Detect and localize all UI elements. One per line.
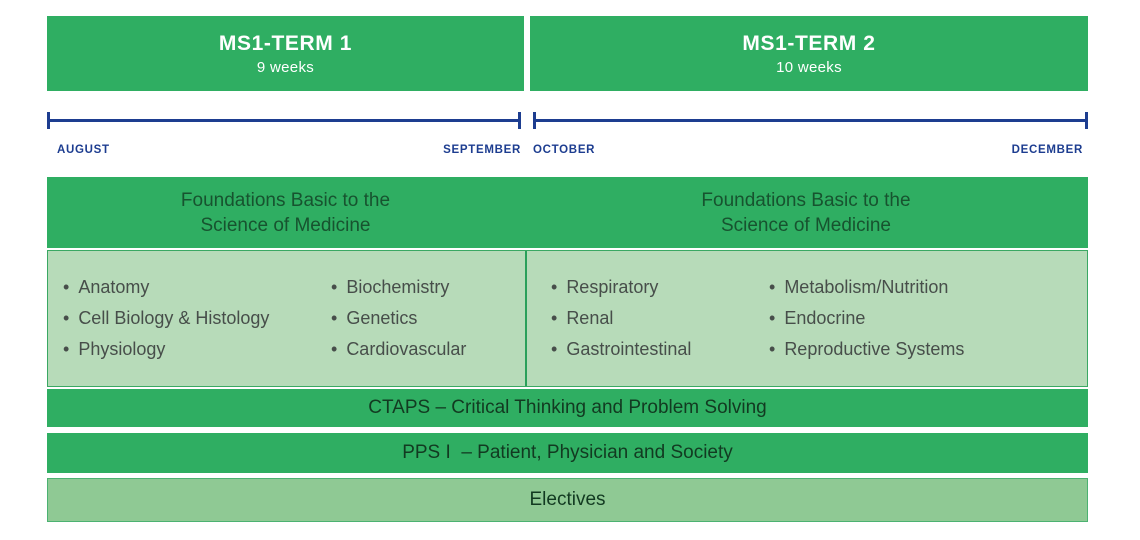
term2-month-labels: OCTOBER DECEMBER (533, 144, 1083, 156)
term2-timeline-bracket (533, 112, 1088, 129)
term1-month-labels: AUGUST SEPTEMBER (57, 144, 521, 156)
term2-topics: Respiratory Renal Gastrointestinal Metab… (527, 251, 1087, 386)
topic-item: Renal (551, 303, 769, 334)
month-label-october: OCTOBER (533, 144, 596, 156)
topic-item: Respiratory (551, 272, 769, 303)
foundations-line2: Science of Medicine (720, 214, 892, 236)
month-label-september: SEPTEMBER (443, 144, 521, 156)
topic-item: Gastrointestinal (551, 334, 769, 365)
topic-item: Biochemistry (331, 272, 466, 303)
course-topics-area: Anatomy Cell Biology & Histology Physiol… (47, 250, 1088, 387)
electives-band: Electives (47, 478, 1088, 522)
bracket-right-cap-icon (1085, 112, 1088, 129)
term2-foundations-title: Foundations Basic to the Science of Medi… (524, 177, 1088, 248)
foundations-band: Foundations Basic to the Science of Medi… (47, 177, 1088, 248)
term1-topics-column2: Biochemistry Genetics Cardiovascular (331, 272, 466, 365)
foundations-line2: Science of Medicine (200, 214, 371, 236)
term1-topics-column1: Anatomy Cell Biology & Histology Physiol… (63, 272, 331, 365)
topic-item: Cardiovascular (331, 334, 466, 365)
term2-topics-column2: Metabolism/Nutrition Endocrine Reproduct… (769, 272, 964, 365)
term2-duration: 10 weeks (776, 58, 842, 76)
topic-item: Metabolism/Nutrition (769, 272, 964, 303)
bracket-line (47, 119, 521, 122)
foundations-line1: Foundations Basic to the (701, 189, 911, 211)
topic-item: Endocrine (769, 303, 964, 334)
pps-band: PPS I – Patient, Physician and Society (47, 433, 1088, 473)
term1-header-box: MS1-TERM 1 9 weeks (47, 16, 524, 91)
bracket-line (533, 119, 1088, 122)
topic-item: Anatomy (63, 272, 331, 303)
bracket-right-cap-icon (518, 112, 521, 129)
term2-title: MS1-TERM 2 (742, 31, 876, 55)
term-header-row: MS1-TERM 1 9 weeks MS1-TERM 2 10 weeks (47, 16, 1088, 91)
term1-title: MS1-TERM 1 (218, 31, 353, 55)
term1-foundations-title: Foundations Basic to the Science of Medi… (47, 177, 524, 248)
topic-item: Reproductive Systems (769, 334, 964, 365)
month-label-august: AUGUST (57, 144, 110, 156)
term1-topics: Anatomy Cell Biology & Histology Physiol… (48, 251, 527, 386)
term1-duration: 9 weeks (256, 58, 315, 76)
topic-item: Cell Biology & Histology (63, 303, 331, 334)
topic-item: Physiology (63, 334, 331, 365)
term2-topics-column1: Respiratory Renal Gastrointestinal (551, 272, 769, 365)
term1-timeline-bracket (47, 112, 521, 129)
term2-header-box: MS1-TERM 2 10 weeks (530, 16, 1088, 91)
month-label-december: DECEMBER (1011, 144, 1083, 156)
ctaps-band: CTAPS – Critical Thinking and Problem So… (47, 389, 1088, 427)
topic-item: Genetics (331, 303, 466, 334)
foundations-line1: Foundations Basic to the (180, 189, 391, 211)
